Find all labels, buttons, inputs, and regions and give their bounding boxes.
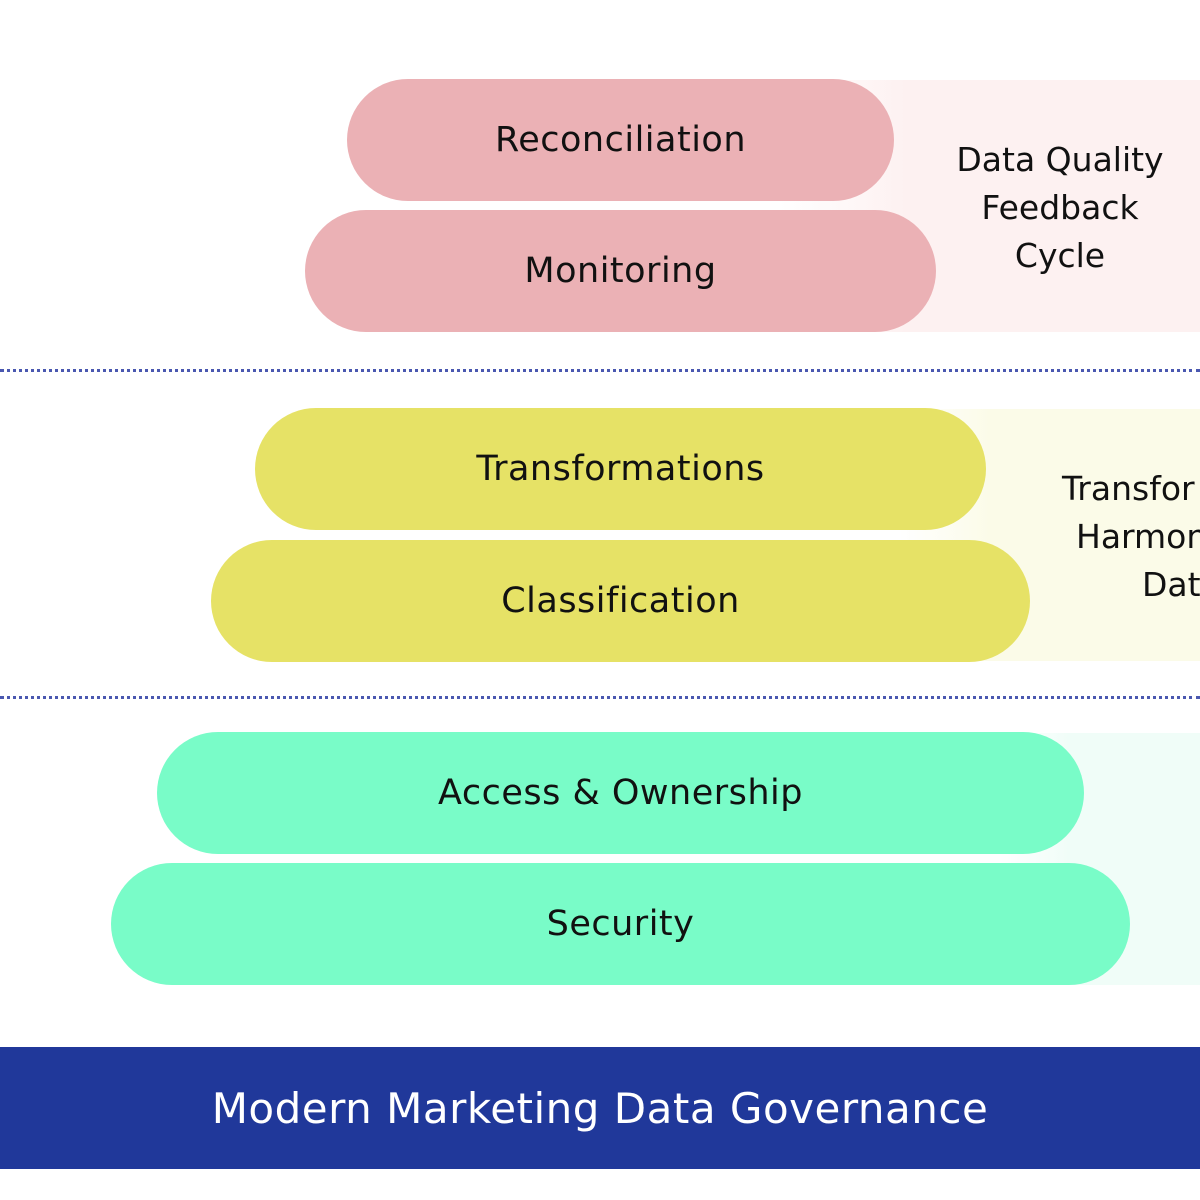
transform-line-1: Transfor <box>1062 469 1195 508</box>
security-label: Security <box>546 904 695 944</box>
data-quality-line-3: Cycle <box>1014 236 1106 275</box>
transform-harmonize-label: Transfor Harmon Dat <box>1052 465 1200 609</box>
data-quality-label: Data Quality Feedback Cycle <box>950 136 1170 280</box>
classification-label: Classification <box>501 581 740 621</box>
transformations-pill: Transformations <box>255 408 986 530</box>
classification-pill: Classification <box>211 540 1030 662</box>
footer-title: Modern Marketing Data Governance <box>211 1083 989 1133</box>
access-ownership-label: Access & Ownership <box>438 773 803 813</box>
reconciliation-label: Reconciliation <box>494 120 747 160</box>
divider-top <box>0 369 1200 372</box>
transform-line-3: Dat <box>1142 565 1200 604</box>
access-ownership-pill: Access & Ownership <box>157 732 1084 854</box>
monitoring-pill: Monitoring <box>305 210 936 332</box>
divider-bottom <box>0 696 1200 699</box>
footer-banner: Modern Marketing Data Governance <box>0 1047 1200 1169</box>
transformations-label: Transformations <box>476 449 765 489</box>
data-quality-line-2: Feedback <box>981 188 1139 227</box>
data-quality-line-1: Data Quality <box>956 140 1164 179</box>
transform-line-2: Harmon <box>1076 517 1200 556</box>
security-pill: Security <box>111 863 1130 985</box>
monitoring-label: Monitoring <box>524 251 717 291</box>
reconciliation-pill: Reconciliation <box>347 79 894 201</box>
